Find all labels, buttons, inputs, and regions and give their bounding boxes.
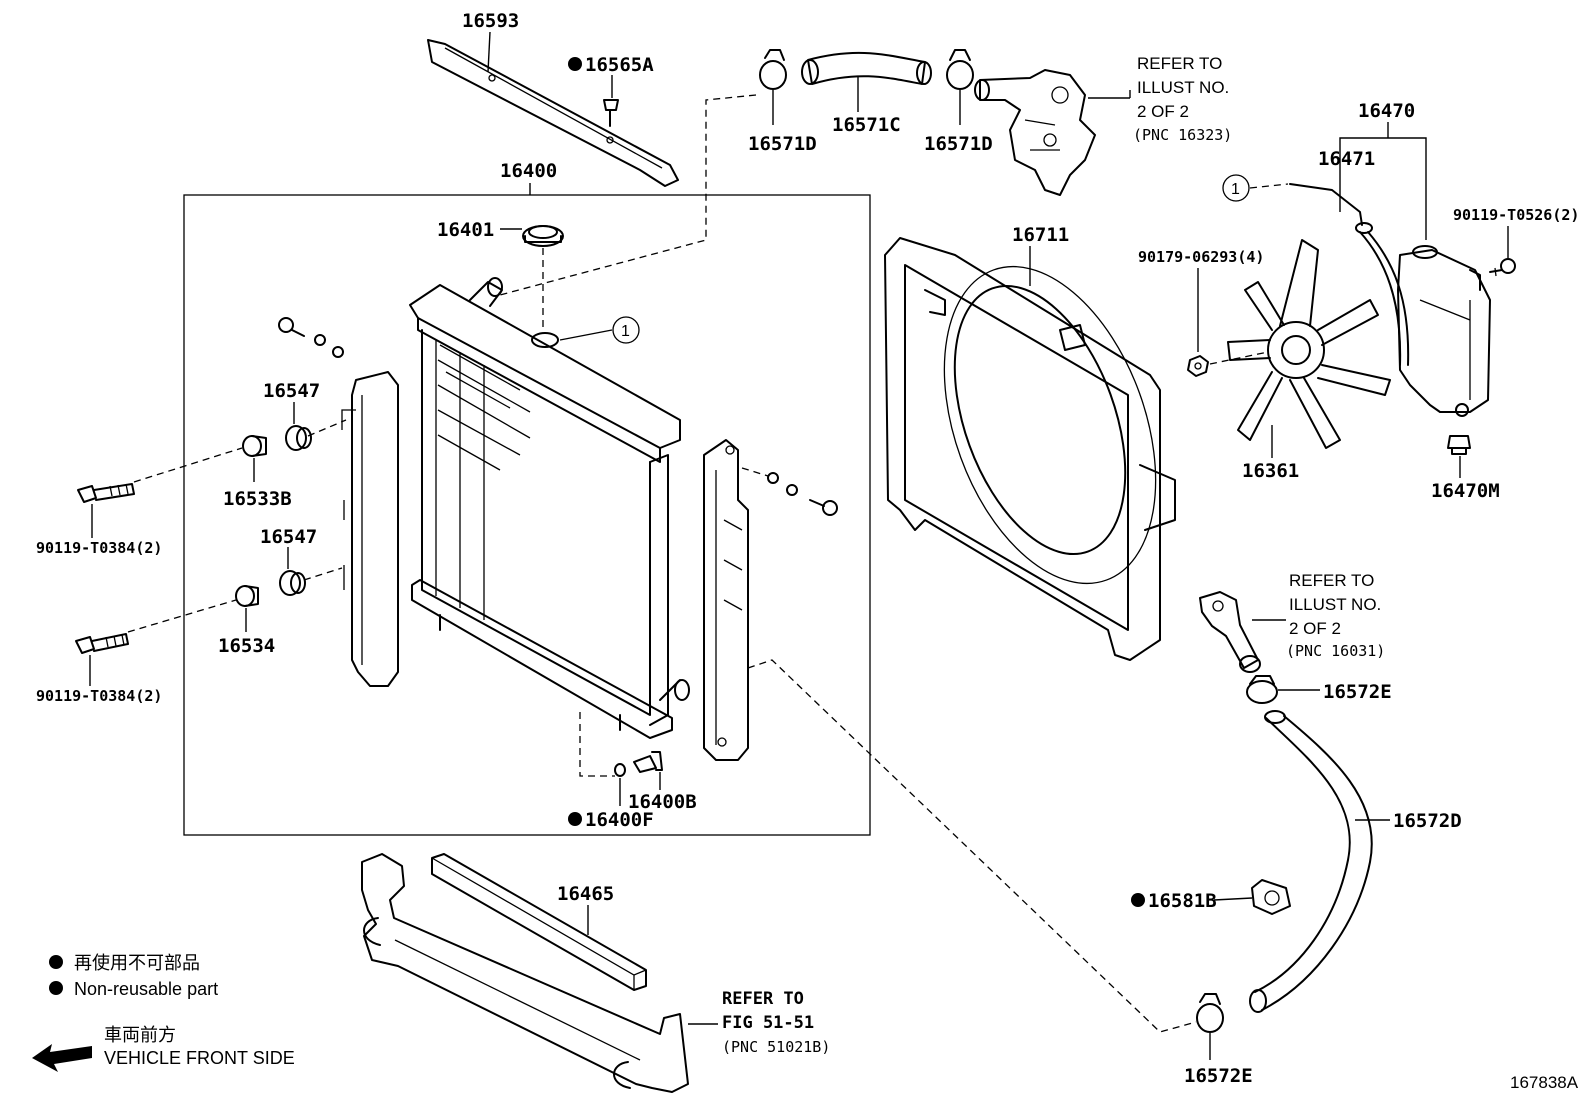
part-90179-06293-nut[interactable] bbox=[1187, 355, 1209, 377]
ref-thermostat-line1: REFER TO bbox=[1289, 571, 1374, 590]
label-16470: 16470 bbox=[1358, 100, 1415, 122]
part-16547-lower-grommet[interactable] bbox=[279, 570, 306, 596]
catalog-id: 167838A bbox=[1510, 1073, 1579, 1092]
part-16565A-clip[interactable] bbox=[603, 99, 619, 127]
label-16571D-left: 16571D bbox=[748, 133, 817, 155]
label-16593: 16593 bbox=[462, 10, 519, 32]
part-bolt-right[interactable] bbox=[809, 499, 838, 516]
label-90179-06293: 90179-06293(4) bbox=[1138, 248, 1264, 266]
ref-support-line1: REFER TO bbox=[722, 989, 804, 1009]
part-16533B-cushion[interactable] bbox=[242, 435, 267, 457]
part-16572E-clamp-top[interactable] bbox=[1246, 675, 1278, 704]
legend-dot-en bbox=[49, 981, 63, 995]
hose-connection-dashed bbox=[499, 94, 757, 296]
ref-thermostat-line4: (PNC 16031) bbox=[1286, 642, 1385, 660]
marker-1-radiator-text: 1 bbox=[621, 323, 630, 340]
label-16711: 16711 bbox=[1012, 224, 1069, 246]
part-16571C-upper-hose[interactable] bbox=[801, 51, 932, 85]
part-16470-reservoir-tank[interactable] bbox=[1397, 245, 1491, 417]
nut-top-left[interactable] bbox=[332, 346, 344, 358]
label-16565A: 16565A bbox=[585, 54, 654, 76]
legend-non-reusable-en: Non-reusable part bbox=[74, 979, 218, 999]
part-16547-upper-grommet[interactable] bbox=[285, 425, 312, 451]
ref-support-line2: FIG 51-51 bbox=[722, 1013, 814, 1033]
ref-water-outlet-line3: 2 OF 2 bbox=[1137, 102, 1189, 121]
label-16547-top: 16547 bbox=[263, 380, 320, 402]
label-16400B: 16400B bbox=[628, 791, 697, 813]
drain-dashed bbox=[579, 712, 615, 777]
label-90119-T0384-bottom: 90119-T0384(2) bbox=[36, 687, 162, 705]
part-16400-radiator[interactable] bbox=[409, 277, 690, 739]
water-outlet-housing bbox=[974, 69, 1096, 196]
label-16471: 16471 bbox=[1318, 148, 1375, 170]
non-reusable-dot bbox=[568, 57, 582, 71]
marker-circle-1-radiator bbox=[612, 316, 640, 344]
label-16572E-top: 16572E bbox=[1323, 681, 1392, 703]
non-reusable-dot bbox=[1131, 893, 1145, 907]
washer-top-left[interactable] bbox=[314, 334, 326, 346]
label-16361: 16361 bbox=[1242, 460, 1299, 482]
legend-non-reusable-ja: 再使用不可部品 bbox=[74, 953, 200, 973]
nut-right[interactable] bbox=[786, 484, 798, 496]
part-16400B-drain-cock[interactable] bbox=[633, 751, 663, 773]
part-16571D-clamp-right[interactable] bbox=[946, 49, 974, 90]
radiator-lower-support bbox=[361, 853, 689, 1093]
part-16400F-o-ring[interactable] bbox=[614, 763, 626, 777]
label-16534: 16534 bbox=[218, 635, 275, 657]
ref-thermostat-line3: 2 OF 2 bbox=[1289, 619, 1341, 638]
part-90119-T0384-lower-bolt[interactable] bbox=[75, 633, 129, 654]
part-16534-cushion[interactable] bbox=[235, 585, 259, 607]
part-90119-T0526-bolt[interactable] bbox=[1489, 258, 1516, 277]
ref-water-outlet-line2: ILLUST NO. bbox=[1137, 78, 1229, 97]
label-16470M: 16470M bbox=[1431, 480, 1500, 502]
lower-hose-dashed bbox=[747, 659, 1197, 1033]
part-16711-fan-shroud[interactable] bbox=[884, 237, 1196, 661]
part-16571D-clamp-left[interactable] bbox=[759, 49, 787, 90]
label-16547-bottom: 16547 bbox=[260, 526, 317, 548]
label-16533B: 16533B bbox=[223, 488, 292, 510]
label-16400F: 16400F bbox=[585, 809, 654, 831]
vehicle-front-arrow-icon bbox=[32, 1044, 92, 1072]
part-90119-T0384-upper-bolt[interactable] bbox=[77, 483, 135, 503]
part-16572D-lower-hose[interactable] bbox=[1249, 710, 1373, 1013]
thermostat-housing bbox=[1199, 591, 1261, 673]
label-16401: 16401 bbox=[437, 219, 494, 241]
ref-thermostat-line2: ILLUST NO. bbox=[1289, 595, 1381, 614]
label-16465: 16465 bbox=[557, 883, 614, 905]
label-16571C: 16571C bbox=[832, 114, 901, 136]
ref-water-outlet-line4: (PNC 16323) bbox=[1133, 126, 1232, 144]
label-90119-T0526: 90119-T0526(2) bbox=[1453, 206, 1579, 224]
radiator-assembly-box bbox=[183, 194, 871, 836]
non-reusable-dot bbox=[568, 812, 582, 826]
marker-1-reservoir-text: 1 bbox=[1231, 181, 1240, 198]
label-16400: 16400 bbox=[500, 160, 557, 182]
part-bolt-top-left[interactable] bbox=[278, 317, 305, 337]
label-16571D-right: 16571D bbox=[924, 133, 993, 155]
part-16470M-grommet[interactable] bbox=[1447, 435, 1471, 455]
label-16581B: 16581B bbox=[1148, 890, 1217, 912]
legend-dot-ja bbox=[49, 955, 63, 969]
label-16572D: 16572D bbox=[1393, 810, 1462, 832]
right-side-member bbox=[703, 439, 749, 761]
label-90119-T0384-top: 90119-T0384(2) bbox=[36, 539, 162, 557]
part-16361-fan[interactable] bbox=[1227, 239, 1391, 449]
marker-circle-1-reservoir bbox=[1222, 174, 1250, 202]
left-side-member bbox=[341, 371, 399, 687]
legend-front-ja: 車両前方 bbox=[104, 1025, 176, 1045]
part-16471-reservoir-hose[interactable] bbox=[1289, 183, 1410, 366]
part-16581B-clamp[interactable] bbox=[1251, 879, 1291, 915]
part-16465-seal[interactable] bbox=[431, 853, 647, 991]
part-16401-radiator-cap[interactable] bbox=[522, 225, 564, 247]
part-16572E-clamp-bottom[interactable] bbox=[1196, 993, 1224, 1033]
label-16572E-bottom: 16572E bbox=[1184, 1065, 1253, 1087]
part-16593-upper-seal[interactable] bbox=[427, 39, 679, 187]
legend-front-en: VEHICLE FRONT SIDE bbox=[104, 1048, 295, 1068]
ref-water-outlet-line1: REFER TO bbox=[1137, 54, 1222, 73]
ref-support-line3: (PNC 51021B) bbox=[722, 1038, 830, 1056]
washer-right[interactable] bbox=[767, 472, 779, 484]
